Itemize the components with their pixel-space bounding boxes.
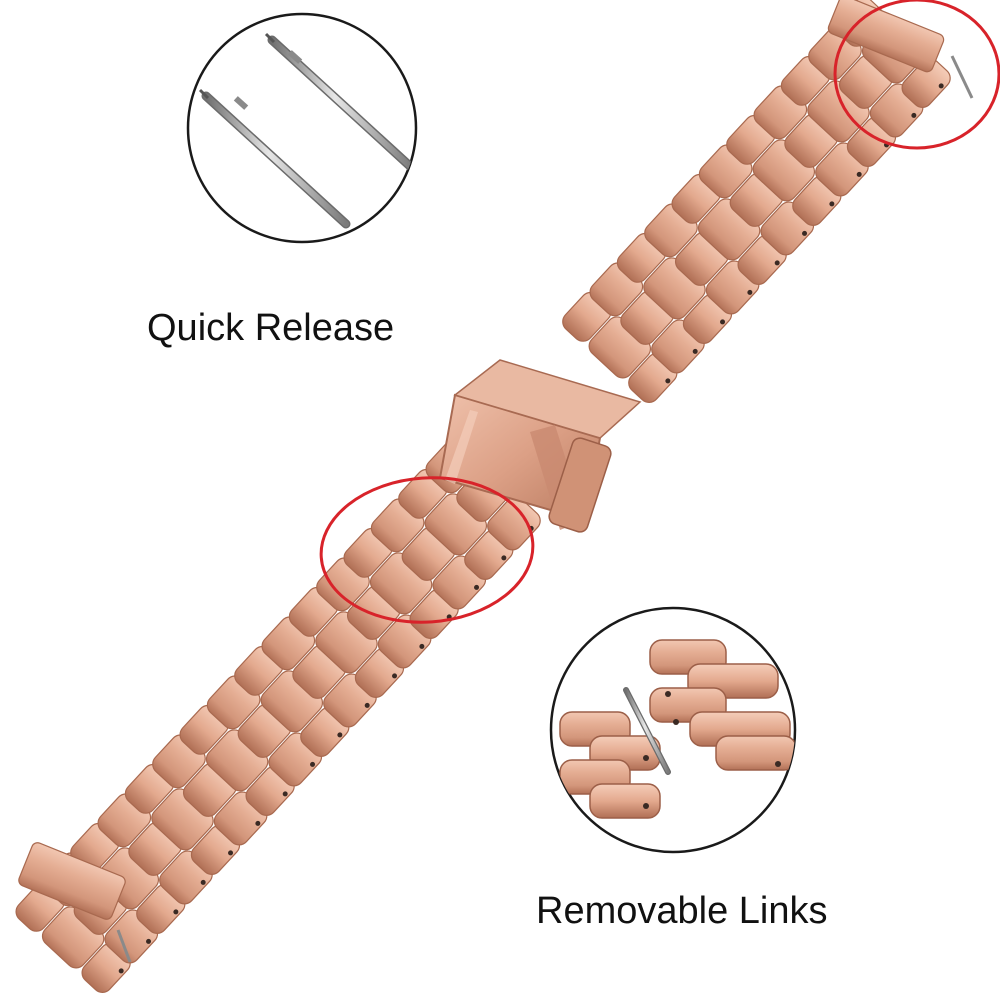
fold-clasp [438, 359, 642, 533]
band-end-piece [18, 0, 974, 963]
removable-links-inset [549, 606, 797, 854]
link-pin-icon [623, 687, 671, 775]
link-section-highlight [319, 476, 535, 624]
removable-links-caption: Removable Links [536, 890, 828, 932]
quick-release-inset [186, 12, 418, 244]
detached-link-icon [559, 711, 661, 819]
watch-band [15, 0, 974, 993]
quick-release-caption: Quick Release [147, 307, 395, 349]
spring-bar-pin-icon [198, 88, 351, 229]
spring-bar-pin-icon [264, 32, 416, 173]
band-end-highlight [833, 0, 1000, 150]
detached-link-icon [649, 639, 795, 771]
